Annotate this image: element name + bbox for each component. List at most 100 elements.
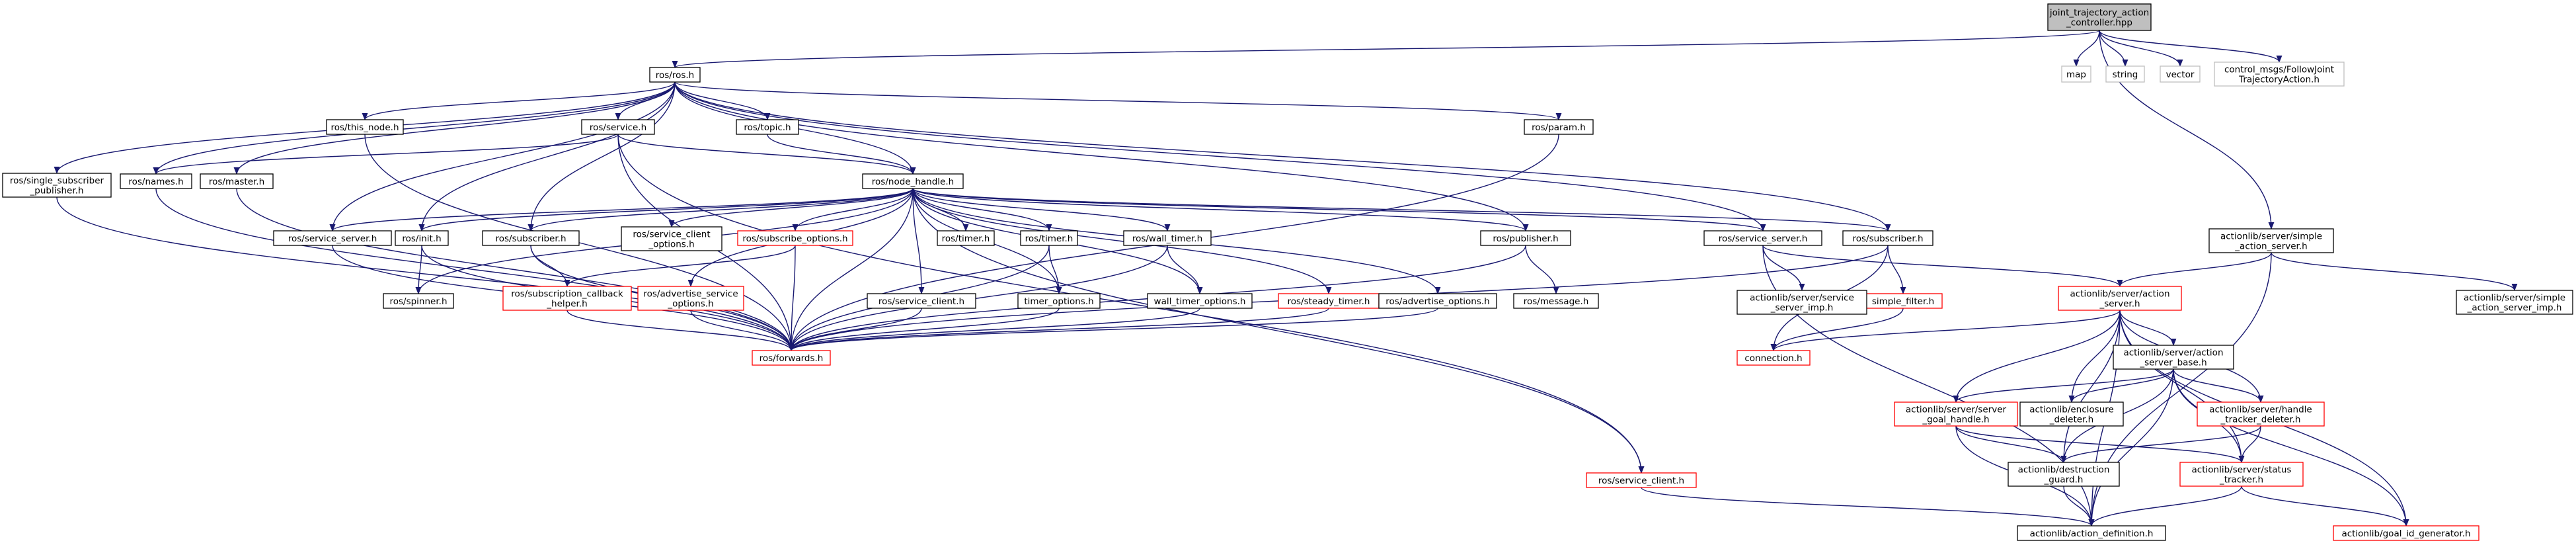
node-subscriber-b[interactable]: ros/subscriber.h bbox=[1842, 230, 1933, 246]
node-master[interactable]: ros/master.h bbox=[200, 173, 274, 189]
edge-node_handle-to-subscriber_a bbox=[527, 188, 914, 232]
node-box bbox=[649, 67, 701, 83]
node-action-server-base[interactable]: actionlib/server/action_server_base.h bbox=[2113, 345, 2234, 370]
node-single-sub[interactable]: ros/single_subscriber_publisher.h bbox=[2, 173, 112, 198]
node-box bbox=[1894, 401, 2018, 427]
node-goal-id-generator[interactable]: actionlib/goal_id_generator.h bbox=[2333, 525, 2479, 541]
node-spinner[interactable]: ros/spinner.h bbox=[383, 293, 454, 309]
node-label: ros/service_server.h bbox=[288, 233, 377, 244]
edge-root-to-map bbox=[2073, 30, 2100, 67]
node-label: joint_trajectory_action_controller.hpp bbox=[2049, 8, 2149, 28]
edge-advertise_service_options-to-forwards bbox=[690, 310, 795, 352]
node-label: ros/node_handle.h bbox=[872, 177, 954, 187]
node-node-handle[interactable]: ros/node_handle.h bbox=[862, 173, 964, 189]
node-box bbox=[502, 286, 632, 311]
node-label: ros/service_client.h bbox=[1598, 476, 1684, 486]
node-status-tracker[interactable]: actionlib/server/status_tracker.h bbox=[2179, 462, 2304, 487]
edge-node_handle-to-service_client_options bbox=[668, 188, 914, 228]
node-publisher[interactable]: ros/publisher.h bbox=[1480, 230, 1571, 246]
node-service-server-imp[interactable]: actionlib/server/service_server_imp.h bbox=[1737, 290, 1867, 315]
node-advertise-options[interactable]: ros/advertise_options.h bbox=[1378, 293, 1497, 309]
edge-subscribe_options-to-sub_callback_helper bbox=[564, 245, 796, 288]
edge-action_server-to-action_server_base bbox=[2119, 310, 2177, 347]
node-label: connection.h bbox=[1744, 353, 1802, 364]
node-simple-action-server[interactable]: actionlib/server/simple_action_server.h bbox=[2208, 228, 2334, 253]
node-label: ros/service_client_options.h bbox=[633, 230, 710, 250]
edge-action_server-to-destruction_guard bbox=[2060, 310, 2121, 464]
edge-node_handle-to-subscriber_b bbox=[912, 188, 1891, 232]
node-root[interactable]: joint_trajectory_action_controller.hpp bbox=[2047, 3, 2152, 31]
node-service-server-b[interactable]: ros/service_server.h bbox=[1703, 230, 1822, 246]
node-sub-callback-helper[interactable]: ros/subscription_callback_helper.h bbox=[502, 286, 632, 311]
node-subscriber-a[interactable]: ros/subscriber.h bbox=[482, 230, 580, 246]
node-service-server-a[interactable]: ros/service_server.h bbox=[273, 230, 392, 246]
node-wall-timer[interactable]: ros/wall_timer.h bbox=[1123, 230, 1212, 246]
node-label: ros/master.h bbox=[209, 177, 264, 187]
node-action-server[interactable]: actionlib/server/action_server.h bbox=[2058, 286, 2182, 311]
edge-simple_action_server-to-simple_action_server_imp bbox=[2271, 252, 2518, 292]
node-label: actionlib/goal_id_generator.h bbox=[2341, 528, 2470, 539]
edge-node_handle-to-timer_h bbox=[912, 188, 1052, 232]
edge-service_client_b-to-forwards bbox=[788, 308, 922, 352]
node-label: actionlib/server/handle_tracker_deleter.… bbox=[2209, 405, 2312, 425]
node-service[interactable]: ros/service.h bbox=[581, 119, 655, 135]
node-timer-options[interactable]: timer_options.h bbox=[1017, 293, 1101, 309]
node-box bbox=[2197, 401, 2325, 427]
node-box bbox=[2105, 65, 2145, 83]
edge-topic-to-node_handle bbox=[767, 134, 916, 175]
edge-action_server_base-to-server_goal_handle bbox=[1953, 368, 2174, 403]
node-box bbox=[326, 119, 404, 135]
node-param[interactable]: ros/param.h bbox=[1524, 119, 1594, 135]
node-box bbox=[482, 230, 580, 246]
node-label: ros/subscribe_options.h bbox=[742, 233, 847, 244]
node-label: ros/publisher.h bbox=[1493, 233, 1558, 244]
edge-names-to-forwards bbox=[155, 188, 795, 352]
node-init[interactable]: ros/init.h bbox=[395, 230, 449, 246]
node-destruction-guard[interactable]: actionlib/destruction_guard.h bbox=[2008, 462, 2120, 487]
node-ros-timer-h[interactable]: ros/timer.h bbox=[937, 230, 995, 246]
node-service-client-c[interactable]: ros/service_client.h bbox=[1586, 472, 1697, 488]
node-timer-h[interactable]: ros/timer.h bbox=[1020, 230, 1078, 246]
node-subscribe-options[interactable]: ros/subscribe_options.h bbox=[737, 230, 853, 246]
edge-handle_tracker_deleter-to-destruction_guard bbox=[2060, 425, 2261, 464]
node-simple-action-server-imp[interactable]: actionlib/server/simple_action_server_im… bbox=[2456, 290, 2573, 315]
node-label: ros/service.h bbox=[590, 122, 646, 133]
node-advertise-service-options[interactable]: ros/advertise_service_options.h bbox=[637, 286, 744, 311]
node-box bbox=[2058, 286, 2182, 311]
node-label: actionlib/destruction_guard.h bbox=[2018, 465, 2110, 485]
node-label: ros/param.h bbox=[1532, 122, 1586, 133]
node-connection[interactable]: connection.h bbox=[1737, 350, 1811, 366]
node-message[interactable]: ros/message.h bbox=[1513, 293, 1599, 309]
node-forwards[interactable]: ros/forwards.h bbox=[752, 350, 831, 366]
node-simple-filter[interactable]: simple_filter.h bbox=[1863, 293, 1943, 309]
node-box bbox=[752, 350, 831, 366]
node-box bbox=[2008, 462, 2120, 487]
node-topic[interactable]: ros/topic.h bbox=[736, 119, 799, 135]
node-label: actionlib/enclosure_deleter.h bbox=[2029, 405, 2114, 425]
edge-ros_h-to-subscriber_b bbox=[674, 81, 1891, 232]
node-label: ros/advertise_service_options.h bbox=[643, 289, 738, 310]
edge-server_goal_handle-to-status_tracker bbox=[1955, 425, 2245, 464]
edge-action_server_base-to-enclosure_deleter bbox=[2068, 368, 2174, 403]
node-service-client-options[interactable]: ros/service_client_options.h bbox=[621, 226, 722, 251]
node-box bbox=[2017, 525, 2166, 541]
node-label: actionlib/server/action_server.h bbox=[2070, 289, 2169, 310]
node-box bbox=[2208, 228, 2334, 253]
node-box bbox=[2214, 62, 2345, 87]
node-enclosure-deleter[interactable]: actionlib/enclosure_deleter.h bbox=[2019, 401, 2124, 427]
node-server-goal-handle[interactable]: actionlib/server/server_goal_handle.h bbox=[1894, 401, 2018, 427]
node-wall-timer-options[interactable]: wall_timer_options.h bbox=[1147, 293, 1253, 309]
node-label: ros/forwards.h bbox=[760, 353, 824, 364]
node-handle-tracker-deleter[interactable]: actionlib/server/handle_tracker_deleter.… bbox=[2197, 401, 2325, 427]
node-names[interactable]: ros/names.h bbox=[120, 173, 192, 189]
node-label: ros/spinner.h bbox=[389, 296, 447, 307]
edge-node_handle-to-steady_timer bbox=[912, 188, 1332, 295]
node-label: map bbox=[2066, 69, 2086, 80]
node-service-client-b[interactable]: ros/service_client.h bbox=[867, 293, 976, 309]
node-steady-timer[interactable]: ros/steady_timer.h bbox=[1278, 293, 1380, 309]
node-ros-h[interactable]: ros/ros.h bbox=[649, 67, 701, 83]
edge-subscriber_a-to-sub_callback_helper bbox=[530, 245, 570, 288]
node-action-definition[interactable]: actionlib/action_definition.h bbox=[2017, 525, 2166, 541]
node-this-node[interactable]: ros/this_node.h bbox=[326, 119, 404, 135]
